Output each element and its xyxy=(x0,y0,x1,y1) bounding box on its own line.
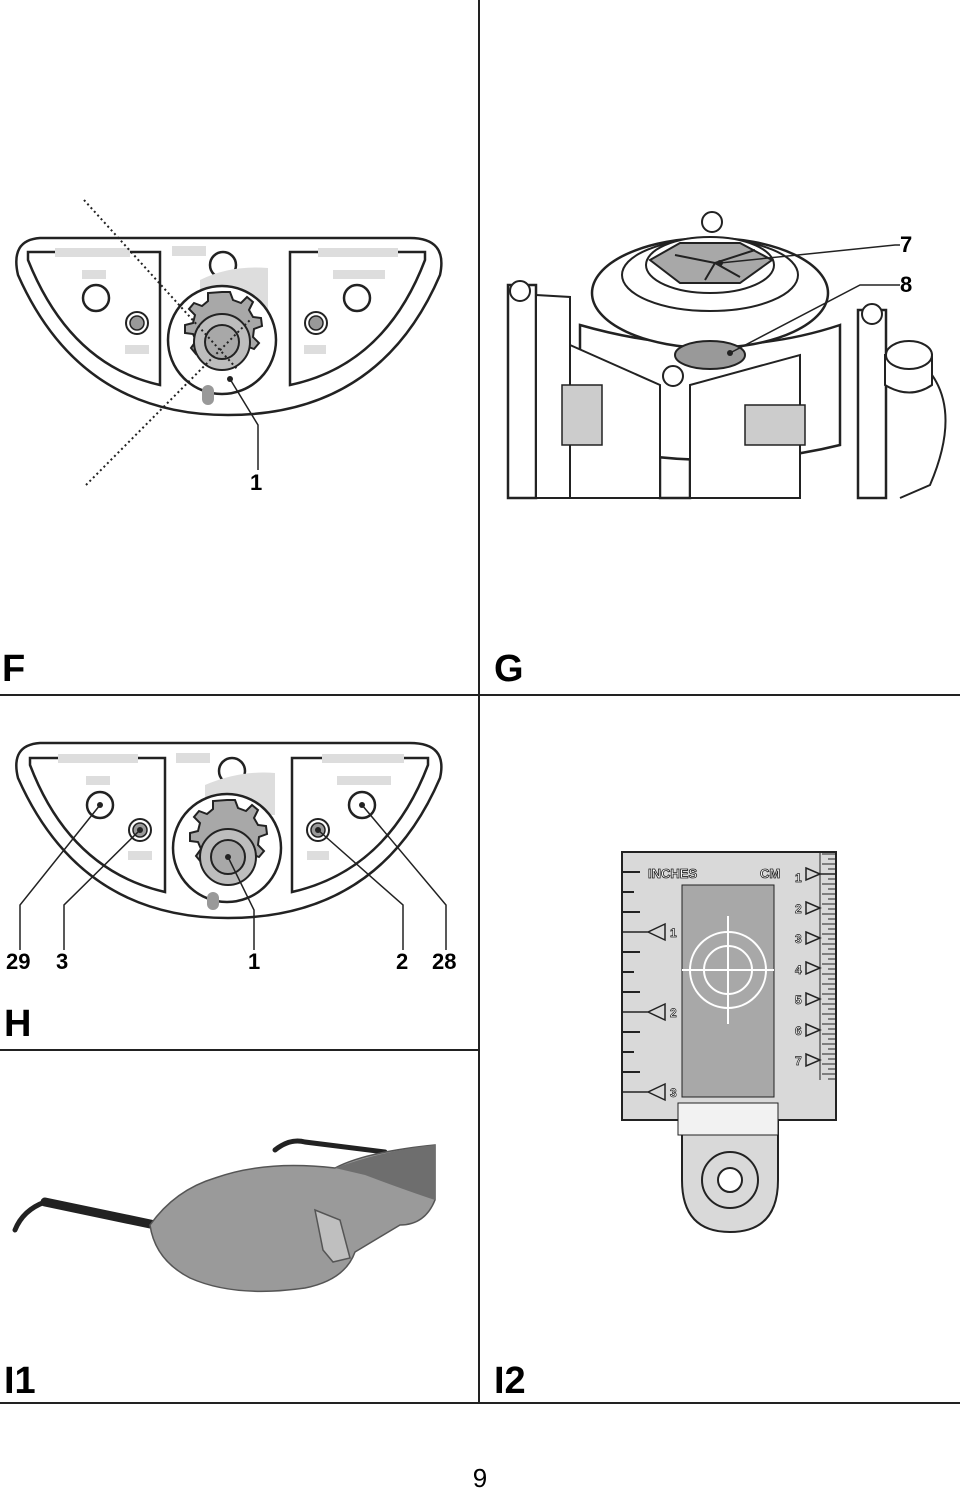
divider-horizontal-1 xyxy=(0,694,960,696)
target-right-number-3: 3 xyxy=(795,932,802,946)
callout-h-2: 2 xyxy=(396,949,409,974)
target-cm-label: CM xyxy=(760,866,780,881)
page-number: 9 xyxy=(472,1463,488,1493)
callout-h-29: 29 xyxy=(6,949,31,974)
callout-h-1: 1 xyxy=(248,949,261,974)
divider-horizontal-h xyxy=(0,1049,478,1051)
target-right-number-2: 2 xyxy=(795,902,802,916)
panel-label-i2: I2 xyxy=(494,1360,526,1402)
panel-label-h: H xyxy=(4,1003,32,1045)
divider-vertical-bottom xyxy=(478,695,480,1403)
panel-label-f: F xyxy=(2,648,26,690)
target-right-number-5: 5 xyxy=(795,993,802,1007)
target-right-number-4: 4 xyxy=(795,963,802,977)
callout-g-7: 7 xyxy=(900,232,913,257)
divider-horizontal-bottom xyxy=(0,1402,960,1404)
callout-h-28: 28 xyxy=(432,949,457,974)
target-right-number-6: 6 xyxy=(795,1024,802,1038)
figure-h-control-panel xyxy=(0,740,470,965)
target-left-number-1: 1 xyxy=(670,926,677,940)
callout-g-8: 8 xyxy=(900,272,913,297)
target-right-number-1: 1 xyxy=(795,871,802,885)
figure-i1-safety-glasses xyxy=(5,1130,445,1300)
target-left-number-3: 3 xyxy=(670,1086,677,1100)
callout-h-3: 3 xyxy=(56,949,69,974)
figure-i2-target-card: INCHES CM 1 2 3 1 2 3 4 5 6 7 xyxy=(620,850,838,1235)
panel-label-g: G xyxy=(494,648,524,690)
figure-g-laser-head xyxy=(500,205,955,500)
figure-f-control-panel xyxy=(0,180,470,510)
callout-f-1: 1 xyxy=(250,470,263,495)
target-right-number-7: 7 xyxy=(795,1054,802,1068)
divider-vertical-top xyxy=(478,0,480,695)
panel-label-i1: I1 xyxy=(4,1360,36,1402)
target-left-number-2: 2 xyxy=(670,1006,677,1020)
target-inches-label: INCHES xyxy=(648,866,697,881)
